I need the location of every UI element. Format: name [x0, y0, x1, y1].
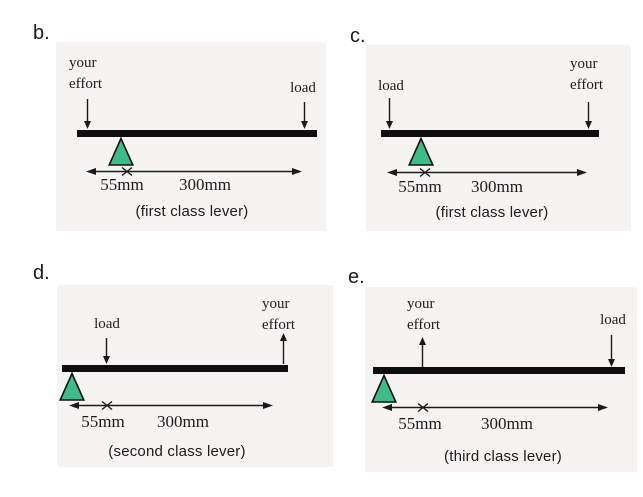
- lever-beam: [381, 130, 599, 137]
- effort-label: your effort: [570, 54, 603, 96]
- dimension-line: [69, 400, 273, 411]
- fulcrum-triangle: [407, 136, 435, 166]
- effort-label-line2: effort: [407, 317, 441, 333]
- dimension-line: [387, 167, 587, 178]
- dimension-line: [382, 402, 608, 413]
- effort-label-line2: effort: [262, 317, 296, 333]
- lever-diagram-e: your effort load 55mm 300mm (third class…: [365, 287, 637, 472]
- panel-letter-c: c.: [350, 25, 366, 47]
- panel-letter-b: b.: [33, 22, 50, 44]
- distance-long-label: 300mm: [157, 412, 209, 431]
- effort-label-line1: your: [69, 55, 97, 71]
- distance-short-label: 55mm: [100, 175, 144, 194]
- effort-arrow-down-icon: [84, 99, 91, 129]
- effort-label-line1: your: [407, 296, 435, 312]
- effort-arrow-up-icon: [280, 333, 287, 364]
- effort-label-line2: effort: [69, 76, 103, 92]
- lever-class-caption: (third class lever): [444, 448, 562, 465]
- dimension-divider-cross: [419, 167, 431, 178]
- effort-label: your effort: [407, 294, 440, 336]
- distance-long-label: 300mm: [179, 175, 231, 194]
- fulcrum-triangle: [107, 136, 135, 166]
- panel-letter-d: d.: [33, 262, 50, 284]
- distance-short-label: 55mm: [398, 414, 442, 433]
- effort-label-line1: your: [262, 296, 290, 312]
- dimension-divider-cross: [101, 400, 113, 411]
- distance-short-label: 55mm: [398, 177, 442, 196]
- lever-diagram-b: your effort load 55mm 300mm (first class…: [56, 42, 326, 231]
- effort-label-line1: your: [570, 56, 598, 72]
- lever-diagram-c: load your effort 55mm 300mm (first class…: [366, 45, 631, 231]
- load-arrow-down-icon: [386, 98, 393, 129]
- dimension-divider-cross: [121, 166, 133, 177]
- effort-label: your effort: [69, 53, 102, 95]
- lever-beam: [77, 130, 317, 137]
- dimension-divider-cross: [417, 402, 429, 413]
- fulcrum-triangle: [58, 371, 86, 401]
- load-arrow-down-icon: [608, 335, 615, 367]
- load-arrow-down-icon: [103, 338, 110, 364]
- load-label: load: [378, 78, 404, 94]
- effort-arrow-up-icon: [419, 337, 426, 367]
- lever-beam: [373, 367, 625, 374]
- effort-arrow-down-icon: [585, 102, 592, 129]
- lever-class-caption: (first class lever): [435, 204, 549, 221]
- load-arrow-down-icon: [301, 102, 308, 129]
- distance-long-label: 300mm: [471, 177, 523, 196]
- lever-class-caption: (second class lever): [108, 443, 246, 460]
- load-label: load: [94, 316, 120, 332]
- load-label: load: [290, 80, 316, 96]
- panel-letter-e: e.: [348, 266, 365, 288]
- distance-short-label: 55mm: [81, 412, 125, 431]
- lever-diagram-d: load your effort 55mm 300mm (second clas…: [57, 285, 333, 467]
- load-label: load: [600, 312, 626, 328]
- lever-class-caption: (first class lever): [135, 203, 249, 220]
- effort-label-line2: effort: [570, 77, 604, 93]
- dimension-line: [86, 166, 302, 177]
- distance-long-label: 300mm: [481, 414, 533, 433]
- lever-beam: [62, 365, 288, 372]
- effort-label: your effort: [262, 294, 295, 336]
- fulcrum-triangle: [370, 373, 398, 403]
